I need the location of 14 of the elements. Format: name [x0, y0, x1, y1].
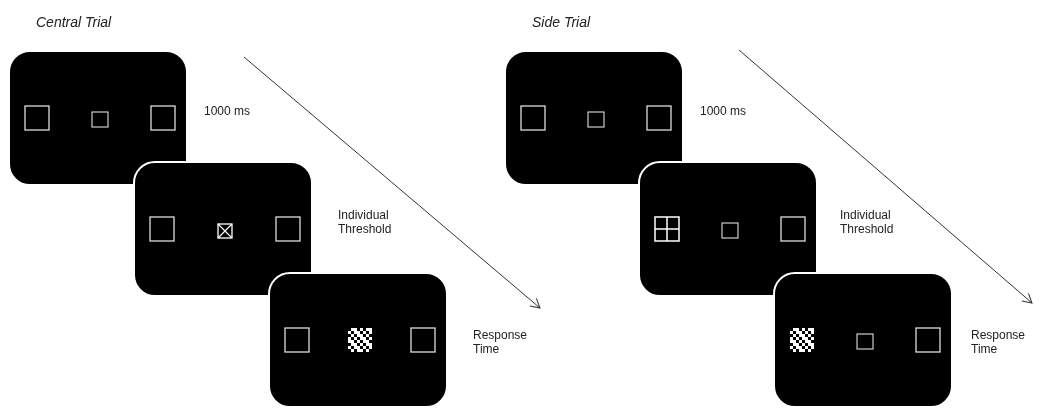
duration-label: 1000 ms [204, 104, 252, 118]
display-screen [133, 161, 313, 297]
display-screen [638, 161, 818, 297]
duration-label: 1000 ms [700, 104, 748, 118]
duration-label: Response Time [473, 328, 529, 356]
display-screen [773, 272, 953, 408]
panel-title: Central Trial [36, 14, 112, 30]
display-screen [8, 50, 188, 186]
duration-label: Individual Threshold [840, 208, 895, 236]
display-screen [268, 272, 448, 408]
duration-label: Individual Threshold [338, 208, 393, 236]
display-screen [504, 50, 684, 186]
panel-title: Side Trial [532, 14, 591, 30]
duration-label: Response Time [971, 328, 1027, 356]
